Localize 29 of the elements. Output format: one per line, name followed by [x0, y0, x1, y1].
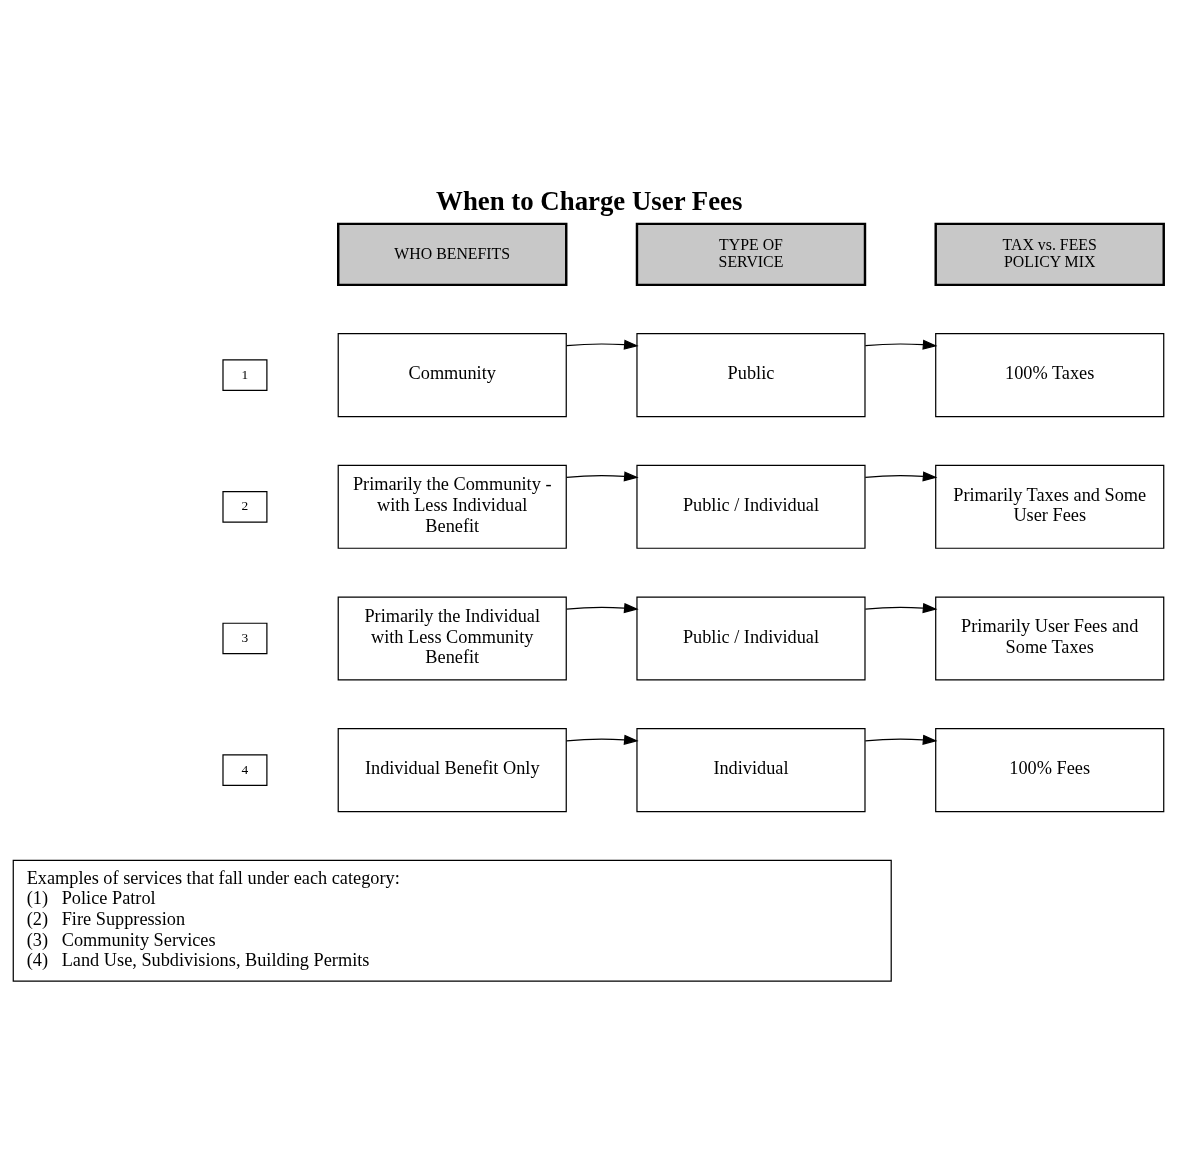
node-box: Primarily the Community - with Less Individual Benefit	[337, 464, 567, 549]
arrow	[566, 734, 639, 745]
node-box: Public / Individual	[636, 595, 866, 681]
node-box: 100% Fees	[935, 727, 1165, 812]
node-box: Public	[636, 332, 866, 417]
node-box: TYPE OF SERVICE	[635, 222, 867, 286]
node-box: Primarily User Fees and Some Taxes	[935, 595, 1165, 681]
arrow	[864, 602, 938, 613]
node-box: 3	[222, 622, 268, 654]
node-box: 1	[222, 358, 268, 391]
arrow	[566, 470, 639, 481]
diagram-title: When to Charge User Fees	[436, 185, 743, 216]
node-box: Examples of services that fall under each category: (1) Police Patrol (2) Fire Suppression (3) Community Services (4) Land Use, Subdivisions, Building Permits	[12, 859, 892, 982]
node-box: Individual	[636, 727, 866, 812]
arrow	[566, 602, 639, 613]
node-box: Public / Individual	[636, 464, 866, 549]
node-box: Primarily Taxes and Some User Fees	[935, 464, 1165, 549]
node-box: TAX vs. FEES POLICY MIX	[934, 222, 1165, 286]
node-box: Individual Benefit Only	[337, 727, 567, 812]
node-box: 2	[222, 490, 268, 523]
arrow	[864, 470, 938, 481]
arrow	[864, 734, 938, 745]
node-box: 100% Taxes	[935, 332, 1165, 417]
node-box: 4	[222, 753, 268, 786]
arrow	[566, 339, 639, 350]
node-box: WHO BENEFITS	[337, 222, 568, 286]
node-box: Community	[337, 332, 567, 417]
node-box: Primarily the Individual with Less Community Benefit	[337, 595, 567, 681]
arrow	[864, 339, 938, 350]
